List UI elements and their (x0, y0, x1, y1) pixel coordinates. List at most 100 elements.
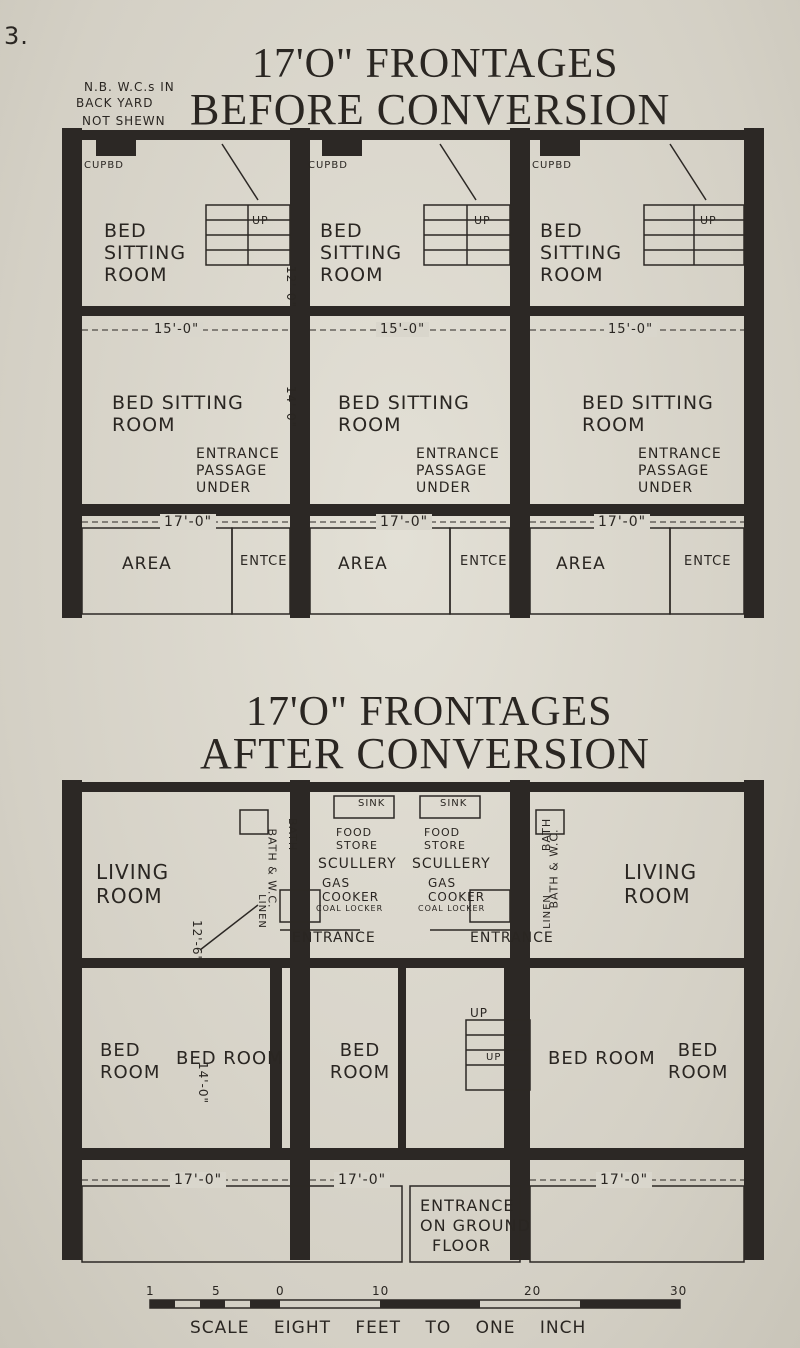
linen-label: LINEN (541, 894, 553, 929)
before-depth-dimension: 14'-0" (284, 385, 299, 429)
before-upper-room: BED SITTING ROOM (104, 220, 187, 286)
scale-bar (149, 1299, 681, 1309)
gas-cooker-label: GAS COOKER (428, 876, 486, 904)
bath-wc-label: BATH & W.C. (265, 828, 279, 909)
after-title-frontages: 17'O" FRONTAGES (246, 689, 613, 735)
before-note-line: NOT SHEWN (82, 114, 166, 128)
sink-label: SINK (358, 798, 386, 809)
after-living-room: LIVING ROOM (96, 860, 170, 908)
before-entrance-passage: ENTRANCE PASSAGE UNDER (416, 446, 500, 496)
stair-up-label: UP (470, 1006, 489, 1020)
before-room-width: 15'-0" (376, 322, 430, 337)
before-note-line: BACK YARD (76, 96, 154, 110)
before-title-frontages: 17'O" FRONTAGES (252, 41, 619, 87)
before-upper-room: BED SITTING ROOM (320, 220, 403, 286)
page-number: 3. (4, 22, 29, 50)
chimney-breast (96, 134, 136, 156)
front-wall (310, 1148, 510, 1160)
before-entrance-passage: ENTRANCE PASSAGE UNDER (196, 446, 280, 496)
scullery-label: SCULLERY (318, 856, 397, 872)
coal-locker-label: COAL LOCKER (316, 904, 384, 913)
staircase (205, 143, 745, 266)
before-room-width: 15'-0" (604, 322, 658, 337)
before-title-conversion: BEFORE CONVERSION (190, 85, 671, 134)
after-bed-room: BED ROOM (668, 1040, 729, 1083)
party-wall (290, 780, 310, 1260)
partition (398, 968, 406, 1148)
stair-up-label: UP (252, 214, 269, 227)
chimney-breast (540, 134, 580, 156)
front-wall (82, 1148, 292, 1160)
after-title-conversion: AFTER CONVERSION (200, 729, 650, 778)
linen-label: LINEN (255, 894, 267, 929)
stair-up-label: UP (700, 214, 717, 227)
after-frontage-dimension: 17'-0" (170, 1172, 227, 1188)
after-living-room: LIVING ROOM (624, 860, 698, 908)
food-store-label: FOOD STORE (424, 826, 466, 852)
entrance-label: ENTRANCE (292, 930, 376, 946)
scale-tick-label: 5 (212, 1284, 221, 1298)
back-wall (62, 130, 764, 140)
before-frontage-dimension: 17'-0" (376, 514, 433, 530)
front-wall (530, 504, 744, 516)
before-room-width: 15'-0" (150, 322, 204, 337)
cupbd-label: CUPBD (84, 160, 124, 171)
before-lower-room: BED SITTING ROOM (112, 392, 244, 436)
stair-up-label: UP (474, 214, 491, 227)
cupbd-label: CUPBD (532, 160, 572, 171)
scale-tick-label: 10 (372, 1284, 390, 1298)
front-area-boxes (81, 1185, 745, 1263)
party-wall (62, 128, 82, 618)
fittings (199, 795, 565, 1091)
area-label: AREA (556, 554, 606, 574)
scale-tick-label: 0 (276, 1284, 285, 1298)
back-wall (62, 782, 764, 792)
bath-label: BATH (286, 817, 300, 852)
food-store-label: FOOD STORE (336, 826, 378, 852)
party-wall (290, 128, 310, 618)
after-frontage-dimension: 17'-0" (334, 1172, 391, 1188)
after-bed-room: BED ROOM (100, 1040, 161, 1083)
partition (504, 968, 516, 1148)
coal-locker-label: COAL LOCKER (418, 904, 486, 913)
cupbd-label: CUPBD (308, 160, 348, 171)
front-area-boxes (81, 527, 745, 615)
scale-tick-label: 1 (146, 1284, 155, 1298)
cross-wall (310, 958, 510, 968)
sink-label: SINK (440, 798, 468, 809)
chimney-breast (322, 134, 362, 156)
before-lower-room: BED SITTING ROOM (338, 392, 470, 436)
area-label: AREA (122, 554, 172, 574)
after-frontage-dimension: 17'-0" (596, 1172, 653, 1188)
front-wall (310, 504, 510, 516)
entrance-ground-line: ON GROUND (420, 1216, 531, 1235)
party-wall (62, 780, 82, 1260)
scale-tick-label: 20 (524, 1284, 542, 1298)
after-bed-room: BED ROOM (329, 1040, 391, 1083)
after-bed-room: BED ROOM (176, 1048, 284, 1069)
scale-caption: SCALE EIGHT FEET TO ONE INCH (190, 1318, 587, 1338)
scale-tick-label: 30 (670, 1284, 688, 1298)
front-wall (82, 504, 292, 516)
before-entrance-passage: ENTRANCE PASSAGE UNDER (638, 446, 722, 496)
before-lower-room: BED SITTING ROOM (582, 392, 714, 436)
before-upper-room: BED SITTING ROOM (540, 220, 623, 286)
before-frontage-dimension: 17'-0" (594, 514, 651, 530)
before-note-line: N.B. W.C.s IN (84, 80, 175, 94)
entce-label: ENTCE (684, 554, 732, 569)
after-depth-dimension: 14'-0" (196, 1061, 211, 1105)
before-frontage-dimension: 17'-0" (160, 514, 217, 530)
cross-wall (82, 306, 292, 316)
cross-wall (530, 306, 744, 316)
cross-wall (82, 958, 292, 968)
party-wall (510, 128, 530, 618)
stair-up-label: UP (486, 1052, 502, 1063)
party-wall (744, 128, 764, 618)
before-depth-dimension: 12'-0" (284, 265, 299, 309)
party-wall (744, 780, 764, 1260)
bath-label: BATH (540, 817, 554, 852)
entrance-ground-line: ENTRANCE (420, 1196, 515, 1215)
cross-wall (530, 958, 744, 968)
after-bed-room: BED ROOM (548, 1048, 656, 1069)
